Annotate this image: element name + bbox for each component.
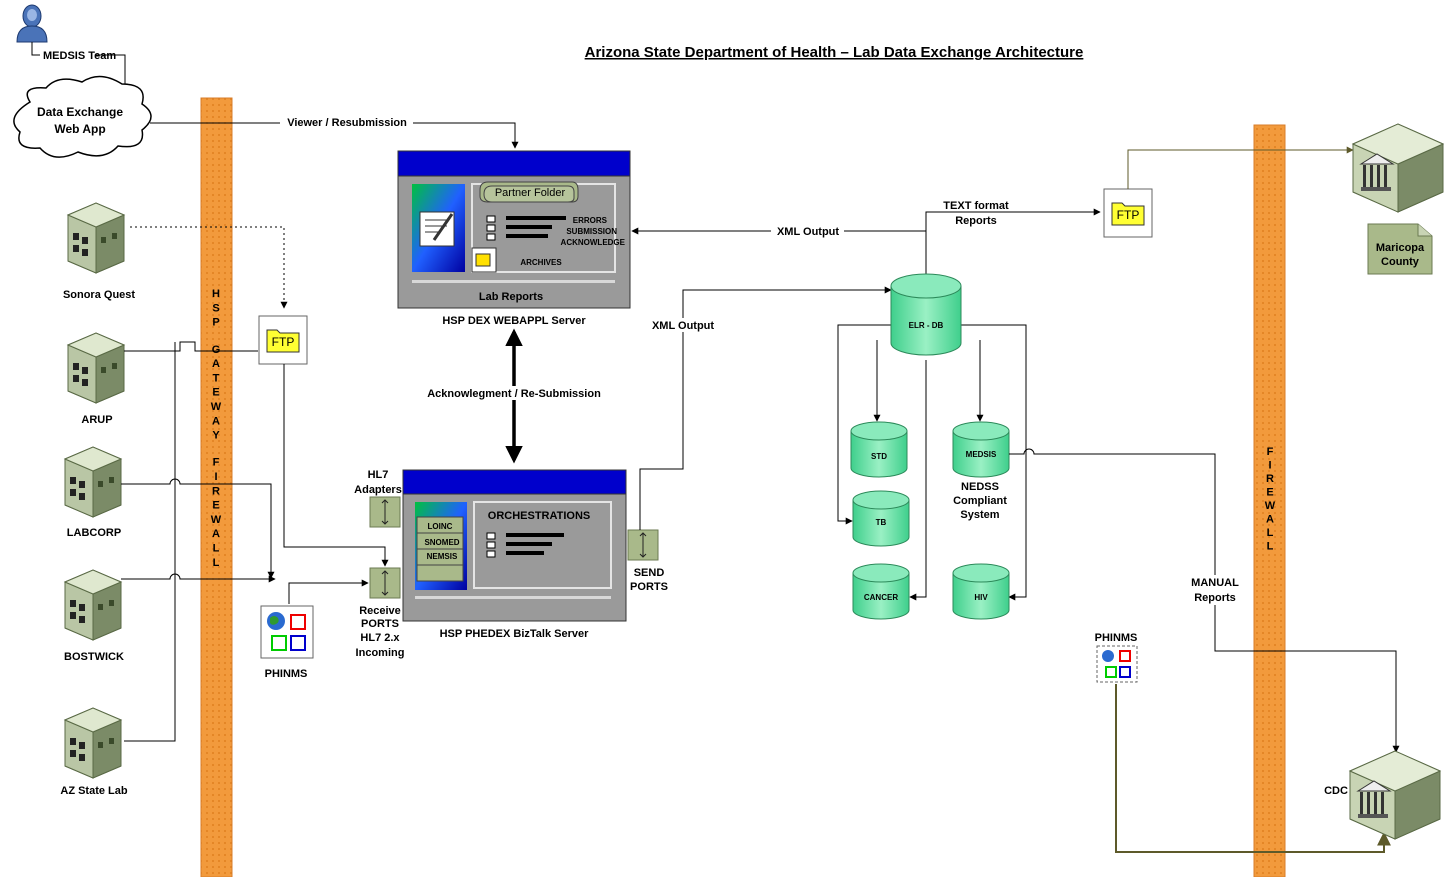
hl7-adapters-label: HL7 bbox=[368, 469, 389, 481]
data-exchange-webapp-cloud bbox=[13, 75, 152, 158]
db-label: MEDSIS bbox=[966, 450, 997, 459]
labcorp-to-phinms-edge bbox=[121, 478, 275, 579]
send-ports-label: PORTS bbox=[630, 581, 668, 593]
lab-label: Sonora Quest bbox=[63, 289, 135, 301]
cancer-database bbox=[852, 563, 910, 620]
ftp-label: FTP bbox=[1117, 208, 1140, 222]
bostwick-to-phinms-edge bbox=[121, 573, 276, 583]
xml-output-mid-label: XML Output bbox=[652, 320, 714, 332]
webappl-caption: HSP DEX WEBAPPL Server bbox=[442, 315, 586, 327]
xml-output-top-label: XML Output bbox=[777, 226, 839, 238]
db-label: HIV bbox=[974, 593, 988, 602]
ftp-to-maricopa-edge bbox=[1127, 146, 1354, 189]
receive-ports-label: PORTS bbox=[361, 618, 399, 630]
elr-to-tb-edge bbox=[837, 324, 891, 525]
webappl-server bbox=[397, 150, 631, 309]
user-to-webapp-edge bbox=[31, 42, 40, 56]
lab-label: LABCORP bbox=[67, 527, 121, 539]
db-label: STD bbox=[871, 452, 887, 461]
lab-arup bbox=[67, 332, 125, 404]
receive-port bbox=[369, 567, 401, 599]
phinms-right-label: PHINMS bbox=[1095, 632, 1138, 644]
viewer-resubmission-label: Viewer / Resubmission bbox=[287, 117, 407, 129]
maricopa-label: Maricopa bbox=[1376, 242, 1425, 254]
nedss-label: NEDSS bbox=[961, 481, 999, 493]
maricopa-county-note bbox=[1367, 223, 1433, 275]
code-label: NEMSIS bbox=[427, 552, 458, 561]
archives-label: ARCHIVES bbox=[520, 258, 562, 267]
hl7-adapters-label: Adapters bbox=[354, 484, 402, 496]
webapp-label-1: Data Exchange bbox=[37, 105, 123, 119]
nedss-label: Compliant bbox=[953, 495, 1007, 507]
phinms-right-icon bbox=[1096, 645, 1138, 683]
lab-labcorp bbox=[64, 446, 122, 518]
db-label: TB bbox=[876, 518, 887, 527]
sonora-to-ftp-edge bbox=[130, 226, 288, 309]
lab-reports-label: Lab Reports bbox=[479, 291, 543, 303]
partner-folder-label: Partner Folder bbox=[495, 187, 566, 199]
phinms-to-receive-edge bbox=[288, 579, 369, 604]
webappl-item: SUBMISSION bbox=[566, 227, 617, 236]
code-label: SNOMED bbox=[424, 538, 459, 547]
azstate-vertical-edge bbox=[124, 342, 176, 742]
ack-resubmission-label: Acknowlegment / Re-Submission bbox=[427, 388, 601, 400]
webappl-item: ERRORS bbox=[573, 216, 608, 225]
biztalk-server bbox=[402, 469, 627, 622]
arup-to-ftp-edge bbox=[124, 341, 258, 352]
lab-bostwick bbox=[64, 569, 122, 641]
manual-reports-label: MANUAL bbox=[1191, 577, 1239, 589]
db-label: CANCER bbox=[864, 593, 898, 602]
hl7-adapter-port bbox=[369, 496, 401, 528]
receive-ports-label: Receive bbox=[359, 605, 401, 617]
lab-sonora-quest bbox=[67, 202, 125, 274]
webappl-item: ACKNOWLEDGE bbox=[561, 238, 626, 247]
receive-ports-label: HL7 2.x bbox=[360, 632, 400, 644]
webapp-label-2: Web App bbox=[54, 122, 105, 136]
send-to-elr-edge bbox=[639, 286, 892, 530]
text-format-label: Reports bbox=[955, 215, 997, 227]
nedss-label: System bbox=[960, 509, 999, 521]
medsis-team-label: MEDSIS Team bbox=[43, 50, 116, 62]
receive-ports-label: Incoming bbox=[356, 647, 405, 659]
send-ports-label: SEND bbox=[634, 567, 665, 579]
code-label: LOINC bbox=[428, 522, 453, 531]
user-icon bbox=[16, 4, 48, 43]
diagram-title: Arizona State Department of Health – Lab… bbox=[585, 44, 1084, 61]
lab-label: ARUP bbox=[81, 414, 112, 426]
cdc-building bbox=[1349, 750, 1441, 840]
phinms-label: PHINMS bbox=[265, 668, 308, 680]
text-format-label: TEXT format bbox=[943, 200, 1009, 212]
manual-reports-label: Reports bbox=[1194, 592, 1236, 604]
team-to-webapp-edge bbox=[96, 54, 129, 94]
maricopa-label: County bbox=[1381, 256, 1420, 268]
maricopa-county-building bbox=[1352, 123, 1444, 213]
elr-db-label: ELR - DB bbox=[909, 321, 944, 330]
medsis-to-cdc-edge bbox=[1009, 448, 1400, 753]
phinms-to-cdc-edge bbox=[1115, 684, 1391, 853]
elr-db-database bbox=[890, 273, 962, 356]
lab-label: AZ State Lab bbox=[60, 785, 128, 797]
viewer-resubmission-edge bbox=[150, 122, 519, 149]
cdc-label: CDC bbox=[1324, 785, 1348, 797]
orchestrations-label: ORCHESTRATIONS bbox=[488, 510, 590, 522]
send-port bbox=[627, 529, 659, 561]
elr-to-ftp-right-edge bbox=[925, 208, 1101, 231]
elr-to-cancer-edge bbox=[909, 360, 927, 601]
phinms-icon bbox=[260, 605, 314, 659]
biztalk-caption: HSP PHEDEX BizTalk Server bbox=[440, 628, 589, 640]
lab-az-state-lab bbox=[64, 707, 122, 779]
hiv-database bbox=[952, 563, 1010, 620]
std-database bbox=[850, 421, 908, 478]
elr-to-hiv-edge bbox=[961, 324, 1027, 601]
ftp-to-receive-edge bbox=[283, 364, 389, 567]
lab-label: BOSTWICK bbox=[64, 651, 124, 663]
ftp-label: FTP bbox=[272, 335, 295, 349]
